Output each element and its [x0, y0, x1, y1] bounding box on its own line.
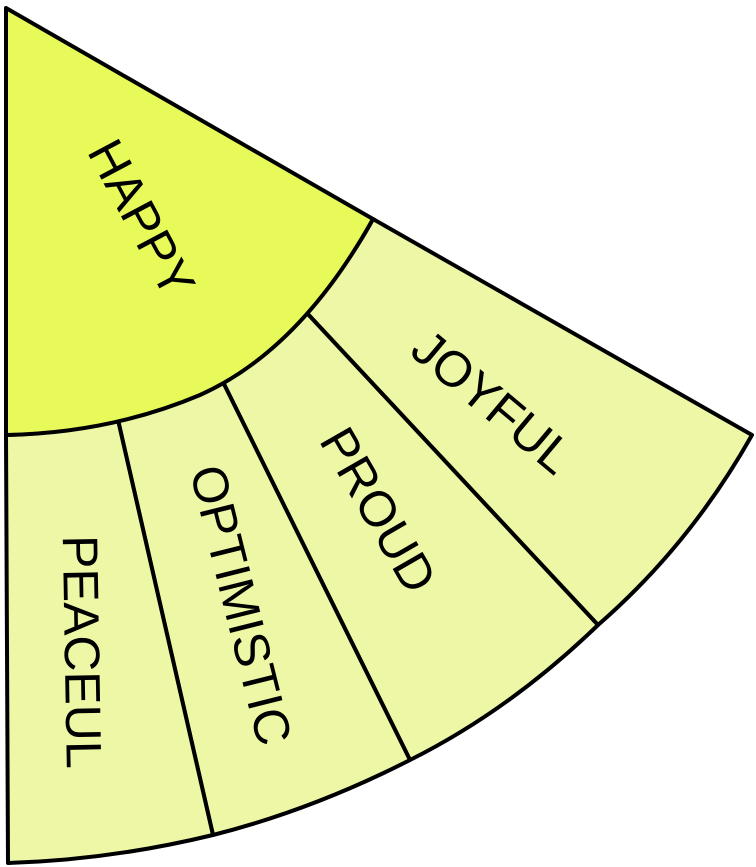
- segment-happy: [4, 6, 375, 437]
- label-peaceul: PEACEUL: [52, 535, 112, 769]
